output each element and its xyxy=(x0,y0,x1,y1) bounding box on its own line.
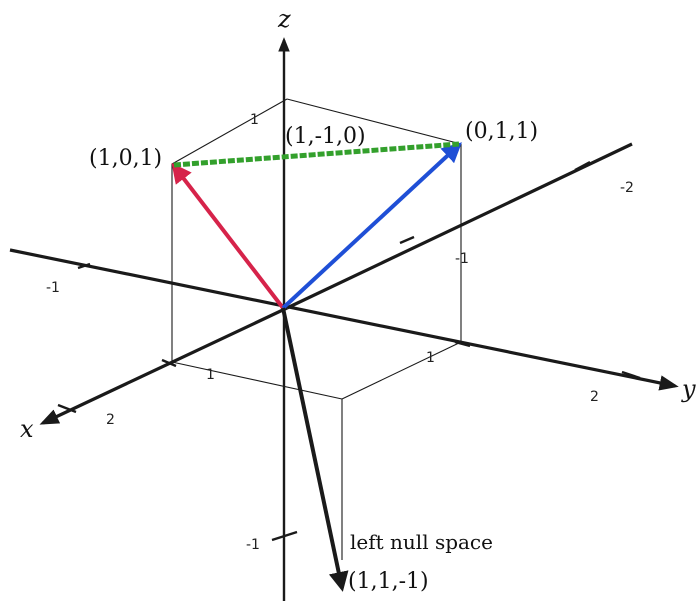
tick-label-y-2: 2 xyxy=(590,389,599,405)
tick-label-z-1: 1 xyxy=(250,112,259,128)
left-null-space-label: left null space xyxy=(350,530,493,554)
tick-label-x-2: 2 xyxy=(106,412,115,428)
point-label-101: (1,0,1) xyxy=(89,146,162,171)
point-label-11m1: (1,1,-1) xyxy=(348,569,429,594)
z-axis-label: z xyxy=(277,5,291,33)
blue-vector xyxy=(281,142,462,310)
tick-label-y-neg2: -2 xyxy=(620,180,634,196)
tick-label-x-1: 1 xyxy=(206,367,215,383)
green-vector xyxy=(173,141,460,168)
guide-lines xyxy=(171,98,462,560)
axes xyxy=(9,37,679,601)
point-label-011: (0,1,1) xyxy=(465,119,538,144)
left-null-space-vector xyxy=(281,307,349,592)
y-axis-extension xyxy=(286,142,633,310)
x-axis xyxy=(39,306,288,425)
vectors xyxy=(171,141,462,592)
tick-label-z-neg1: -1 xyxy=(246,537,260,553)
x-axis-label: x xyxy=(20,415,34,443)
tick-label-x-neg1: -1 xyxy=(46,280,60,296)
red-vector xyxy=(171,162,285,310)
tick-marks xyxy=(57,160,641,542)
y-axis xyxy=(9,248,679,391)
point-label-1m10: (1,-1,0) xyxy=(285,124,366,149)
tick-label-y-1: 1 xyxy=(426,350,435,366)
tick-label-y-neg1: -1 xyxy=(455,251,469,267)
y-axis-label: y xyxy=(681,375,696,403)
